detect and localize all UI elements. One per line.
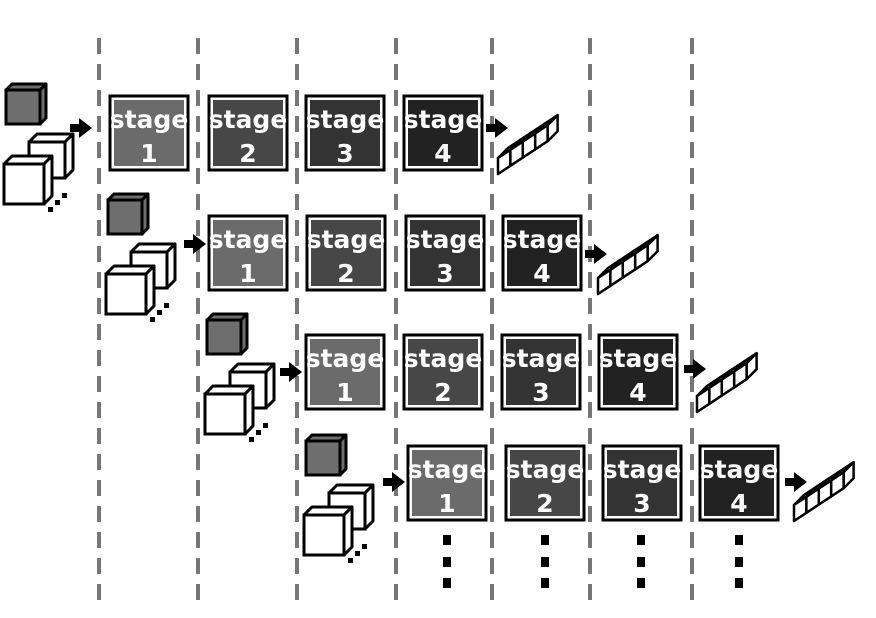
stage-label-number: 4 (434, 139, 451, 168)
arrow-right-icon (184, 234, 206, 254)
stage-box: stage 4 (698, 444, 780, 522)
output-bar-icon (596, 233, 659, 296)
stage-label-number: 2 (239, 139, 256, 168)
stage-label-number: 1 (336, 378, 353, 407)
arrow-right-icon (585, 244, 607, 264)
stage-label-number: 2 (337, 259, 354, 288)
stage-label-number: 3 (633, 489, 650, 518)
stage-label-word: stage (700, 455, 779, 484)
stage-box: stage 3 (500, 333, 582, 411)
input-cube-stack-icon (203, 312, 276, 442)
stage-box: stage 1 (406, 444, 488, 522)
stage-box: stage 4 (597, 333, 679, 411)
stage-label-number: 1 (239, 259, 256, 288)
stage-label-word: stage (209, 225, 288, 254)
output-bar-icon (695, 351, 758, 414)
stage-label-number: 1 (438, 489, 455, 518)
stage-label-word: stage (306, 105, 385, 134)
input-cube-stack-icon (302, 433, 375, 563)
vertical-ellipsis-icon (541, 535, 549, 588)
stage-box: stage 3 (304, 94, 386, 172)
stage-box: stage 3 (404, 214, 486, 292)
arrow-right-icon (684, 359, 706, 379)
stage-label-number: 3 (436, 259, 453, 288)
stage-box: stage 2 (402, 333, 484, 411)
output-bar-icon (792, 460, 855, 523)
stage-label-number: 3 (532, 378, 549, 407)
stage-box: stage 4 (501, 214, 583, 292)
arrow-right-icon (70, 118, 92, 138)
arrow-right-icon (785, 472, 807, 492)
stage-label-word: stage (599, 344, 678, 373)
stage-label-word: stage (209, 105, 288, 134)
stage-label-word: stage (502, 344, 581, 373)
stage-label-word: stage (307, 225, 386, 254)
stage-label-word: stage (306, 344, 385, 373)
stage-label-word: stage (404, 105, 483, 134)
stage-box: stage 2 (305, 214, 387, 292)
stage-box: stage 2 (207, 94, 289, 172)
stage-label-word: stage (603, 455, 682, 484)
vertical-ellipsis-icon (637, 535, 645, 588)
stage-box: stage 1 (304, 333, 386, 411)
stage-label-word: stage (506, 455, 585, 484)
vertical-ellipsis-icon (735, 535, 743, 588)
stage-box: stage 2 (504, 444, 586, 522)
stage-box: stage 1 (108, 94, 190, 172)
stage-label-number: 2 (536, 489, 553, 518)
output-bar-icon (496, 113, 559, 176)
arrow-right-icon (383, 472, 405, 492)
stage-label-word: stage (408, 455, 487, 484)
stage-label-number: 4 (533, 259, 550, 288)
arrow-right-icon (280, 362, 302, 382)
stage-box: stage 1 (207, 214, 289, 292)
stage-box: stage 3 (601, 444, 683, 522)
stage-label-word: stage (503, 225, 582, 254)
stage-label-word: stage (406, 225, 485, 254)
input-cube-stack-icon (2, 82, 75, 212)
input-cube-stack-icon (104, 192, 177, 322)
vertical-ellipsis-icon (443, 535, 451, 588)
stage-label-number: 2 (434, 378, 451, 407)
stage-label-number: 4 (629, 378, 646, 407)
arrow-right-icon (486, 118, 508, 138)
stage-label-number: 1 (140, 139, 157, 168)
stage-label-number: 3 (336, 139, 353, 168)
stage-label-number: 4 (730, 489, 747, 518)
stage-label-word: stage (110, 105, 189, 134)
stage-box: stage 4 (402, 94, 484, 172)
stage-label-word: stage (404, 344, 483, 373)
